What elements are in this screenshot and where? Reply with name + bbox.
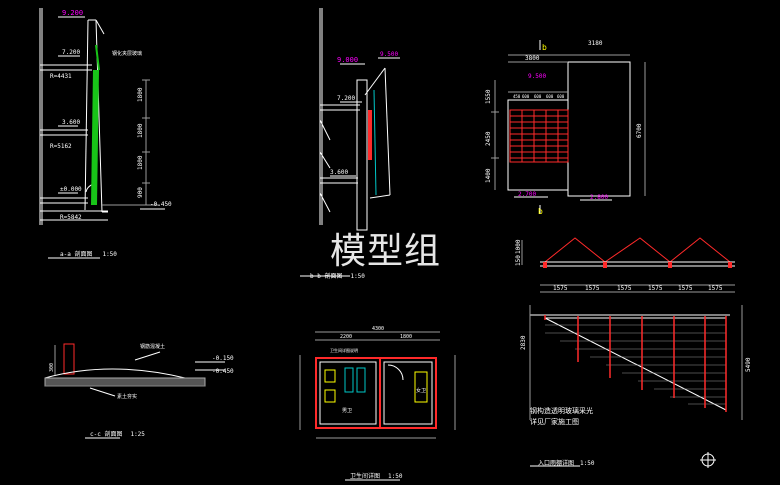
cc-level-1: -0.150 — [212, 355, 234, 362]
svg-text:450: 450 — [513, 94, 521, 99]
aa-level-5: -0.450 — [150, 201, 172, 208]
entrance-elevation — [529, 305, 743, 420]
plan-level-2: 2.800 — [590, 194, 608, 201]
bb-cyan-edge — [373, 89, 377, 196]
plan-right-dim: 6700 — [636, 123, 643, 138]
entrance-hatch — [545, 324, 726, 405]
plan-top-red-grid — [509, 109, 569, 163]
section-aa — [39, 8, 165, 259]
svg-text:1400: 1400 — [485, 168, 492, 183]
svg-text:600: 600 — [522, 94, 530, 99]
toilet-room-2: 女卫 — [416, 387, 426, 394]
svg-text:1575: 1575 — [585, 285, 600, 292]
toilet-room-1: 男卫 — [342, 408, 352, 414]
watermark-text: 模型组 — [330, 231, 442, 272]
svg-text:150: 150 — [515, 255, 522, 266]
aa-r-label-1: R=4431 — [50, 73, 72, 80]
cc-note-1: 钢筋混凝土 — [140, 343, 165, 350]
cc-dim: 300 — [49, 363, 55, 372]
bb-level-3: 7.200 — [337, 95, 355, 102]
svg-text:1000: 1000 — [515, 239, 522, 254]
svg-text:1800: 1800 — [400, 334, 412, 340]
plan-dim-top-1: 3180 — [588, 40, 603, 47]
bb-glass-red — [368, 110, 372, 160]
entrance-dim-left: 2830 — [520, 335, 527, 350]
cc-note-2: 素土夯实 — [117, 393, 137, 400]
bb-level-2: 9.500 — [380, 51, 398, 58]
aa-level-4: ±0.000 — [60, 186, 82, 193]
toilet-dims: 4300 2200 1800 — [340, 326, 412, 340]
svg-text:1800: 1800 — [137, 87, 144, 102]
plan-col-dims: 450 600 600 600 600 — [513, 94, 565, 99]
aa-glass-green — [91, 70, 99, 205]
svg-text:2450: 2450 — [485, 131, 492, 146]
svg-text:600: 600 — [557, 94, 565, 99]
aa-level-1: 9.200 — [62, 9, 83, 17]
plan-b-label-top: b — [542, 43, 547, 52]
aa-dims: 1800 1800 1800 900 — [137, 87, 144, 198]
toilet-plan — [299, 331, 456, 481]
toilet-note: 卫生间详图说明 — [330, 347, 358, 353]
plan-left-dims: 1550 2450 1400 — [485, 89, 492, 183]
cc-level-2: -0.450 — [212, 368, 234, 375]
section-cc — [44, 343, 225, 439]
roof-posts — [543, 262, 732, 268]
bb-level-1: 9.000 — [337, 56, 358, 64]
svg-text:1575: 1575 — [648, 285, 663, 292]
aa-note: 钢化夹层玻璃 — [112, 50, 142, 57]
svg-text:1575: 1575 — [617, 285, 632, 292]
svg-text:1800: 1800 — [137, 155, 144, 170]
plan-dim-top-3: 9.500 — [528, 73, 546, 80]
section-bb — [300, 8, 400, 277]
aa-r-label-3: R=5842 — [60, 214, 82, 221]
bb-level-4: 3.600 — [330, 169, 348, 176]
svg-text:1575: 1575 — [678, 285, 693, 292]
svg-text:900: 900 — [137, 187, 144, 198]
plan-dim-top-2: 3800 — [525, 55, 540, 62]
plan-b-label-bottom: b — [538, 207, 543, 216]
svg-text:4300: 4300 — [372, 326, 384, 332]
entrance-note-2: 详见厂家施工图 — [530, 417, 579, 426]
roof-dims: 1575 1575 1575 1575 1575 1575 1000 150 — [515, 239, 723, 292]
aa-level-2: 7.200 — [62, 49, 80, 56]
aa-r-label-2: R=5162 — [50, 143, 72, 150]
svg-text:1575: 1575 — [553, 285, 568, 292]
aa-level-3: 3.600 — [62, 119, 80, 126]
svg-text:1550: 1550 — [485, 89, 492, 104]
svg-text:600: 600 — [534, 94, 542, 99]
entrance-mullions-red — [544, 315, 727, 412]
plan-level-1: 2.700 — [518, 191, 536, 198]
svg-text:1575: 1575 — [708, 285, 723, 292]
aa-glass-green-top — [95, 44, 100, 71]
entrance-dim-right: 5490 — [745, 357, 752, 372]
svg-text:2200: 2200 — [340, 334, 352, 340]
svg-text:1800: 1800 — [137, 123, 144, 138]
svg-text:600: 600 — [546, 94, 554, 99]
roof-elevation — [521, 237, 735, 293]
north-arrow-icon — [700, 452, 716, 468]
entrance-note-1: 钢构造透明玻璃采光 — [530, 406, 593, 415]
